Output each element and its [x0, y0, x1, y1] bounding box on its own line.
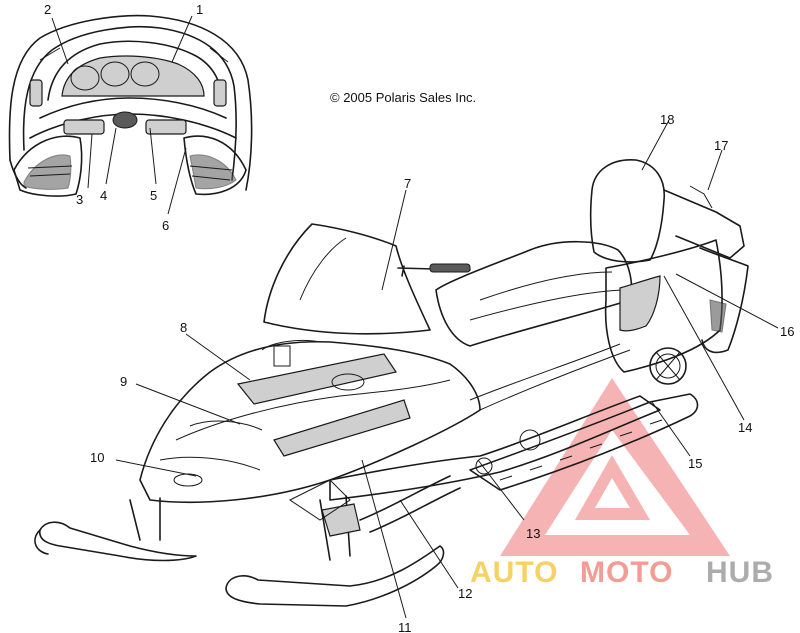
callout-10: 10: [90, 450, 104, 465]
watermark-logo: [500, 378, 730, 556]
callout-6: 6: [162, 218, 169, 233]
callout-5: 5: [150, 188, 157, 203]
callout-7: 7: [404, 176, 411, 191]
watermark-hub: HUB: [706, 556, 774, 589]
callout-14: 14: [738, 420, 752, 435]
callout-17: 17: [714, 138, 728, 153]
callout-12: 12: [458, 586, 472, 601]
dashboard-inset: [8, 14, 253, 197]
watermark-moto: MOTO: [580, 556, 673, 589]
callout-8: 8: [180, 320, 187, 335]
callout-13: 13: [526, 526, 540, 541]
callout-18: 18: [660, 112, 674, 127]
snowmobile-drawing: [34, 159, 749, 607]
callout-2: 2: [44, 2, 51, 17]
callout-15: 15: [688, 456, 702, 471]
watermark-auto: AUTO: [470, 556, 558, 589]
callout-numbers: 1 2 3 4 5 6 7 8 9 10 11 12 13 14 15 16 1…: [44, 2, 794, 633]
callout-9: 9: [120, 374, 127, 389]
watermark-text: AUTO MOTO HUB: [470, 556, 774, 589]
callout-16: 16: [780, 324, 794, 339]
callout-3: 3: [76, 192, 83, 207]
callout-11: 11: [398, 620, 412, 633]
callout-1: 1: [196, 2, 203, 17]
copyright-notice: © 2005 Polaris Sales Inc.: [330, 90, 476, 105]
callout-4: 4: [100, 188, 107, 203]
leader-lines: [51, 15, 779, 619]
